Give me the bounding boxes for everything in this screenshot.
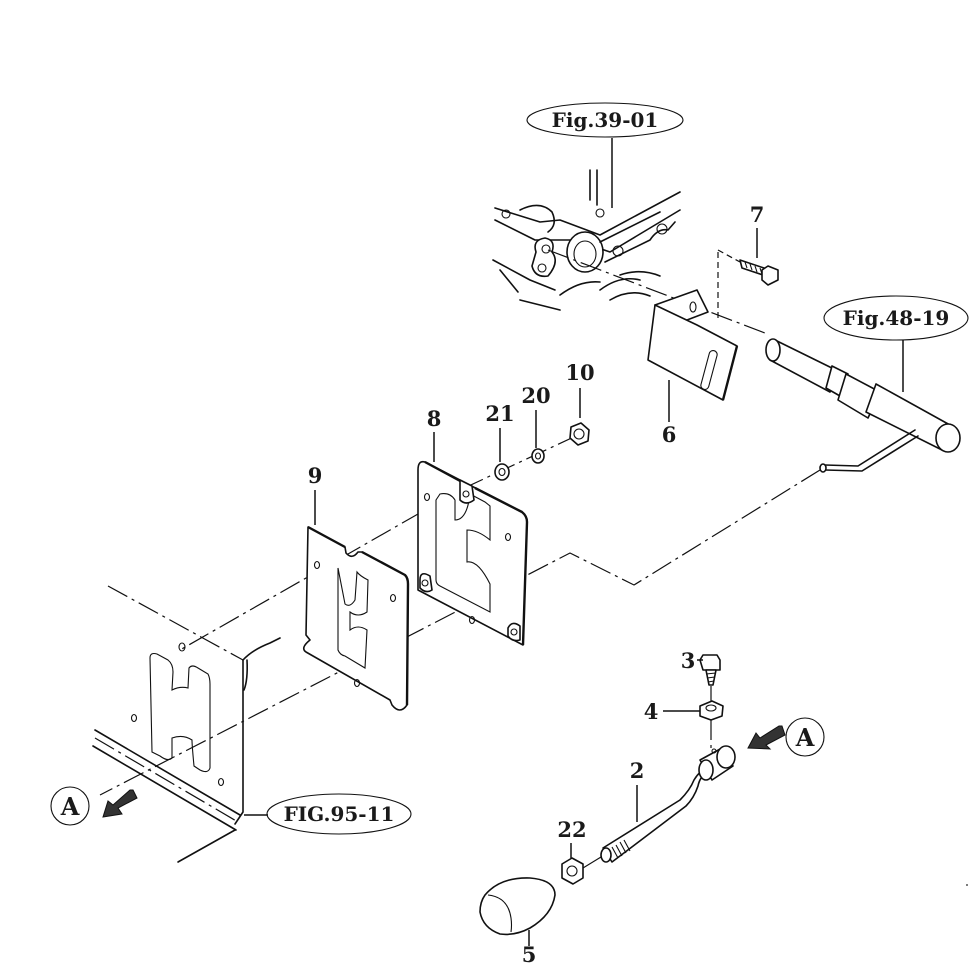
shift-shaft [765, 338, 961, 473]
view-marker-a-left[interactable]: A [50, 786, 138, 826]
panel-assembly [92, 585, 281, 863]
callout-2: 2 [630, 758, 645, 783]
part-10-guide-plate [302, 525, 410, 711]
view-marker-a-right[interactable]: A [747, 717, 825, 757]
callout-8: 8 [427, 406, 442, 431]
shaft-centerline [99, 469, 821, 796]
figure-reference-fig-39-01[interactable]: Fig.39-01 [526, 102, 684, 208]
callout-6: 6 [662, 422, 677, 447]
figure-reference-fig-95-11[interactable]: FIG.95-11 [244, 793, 412, 835]
callout-4: 4 [644, 699, 659, 724]
part-9-nut [569, 422, 590, 446]
frame-assembly [492, 169, 681, 311]
view-marker-label: A [795, 723, 815, 752]
part-3-bolt [699, 654, 721, 686]
part-22-nut [561, 857, 584, 885]
view-direction-arrow-icon [747, 725, 786, 750]
callout-21: 21 [485, 401, 514, 426]
part-21-washer [494, 463, 510, 481]
callout-9: 10 [565, 360, 594, 385]
part-4-nut [699, 700, 724, 721]
callout-20: 20 [521, 383, 550, 408]
assembly-centerline [547, 249, 766, 334]
figure-reference-label: FIG.95-11 [284, 802, 395, 826]
part-20-spring-washer [531, 448, 545, 464]
callout-10: 9 [308, 463, 323, 488]
figure-reference-fig-48-19[interactable]: Fig.48-19 [823, 295, 969, 392]
part-2-lever-rod [600, 745, 736, 863]
part-7-bolt [717, 249, 779, 320]
callout-22: 22 [557, 817, 586, 842]
nut-centerline [582, 856, 602, 869]
part-5-knob [479, 877, 556, 936]
callout-5: 5 [522, 942, 537, 967]
view-marker-label: A [60, 792, 80, 821]
part-8-guide-plate [417, 460, 529, 646]
figure-reference-label: Fig.48-19 [843, 306, 950, 330]
figure-reference-label: Fig.39-01 [552, 108, 659, 132]
part-6-bracket [647, 289, 739, 401]
callout-7: 7 [750, 202, 765, 227]
view-direction-arrow-icon [102, 789, 138, 818]
callout-3: 3 [681, 648, 696, 673]
